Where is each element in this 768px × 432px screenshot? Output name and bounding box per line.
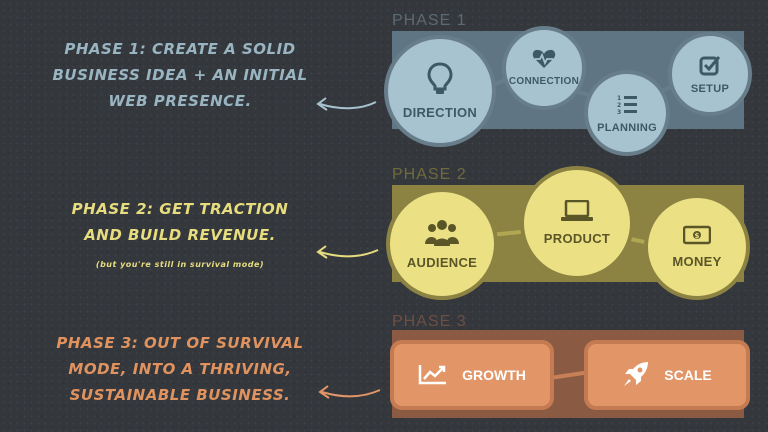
phase1-description-line1: Phase 1: Create a solid bbox=[64, 40, 296, 58]
node-connection[interactable]: Connection bbox=[502, 26, 586, 110]
phase1-arrow bbox=[319, 101, 377, 110]
phase2-arrow-head bbox=[316, 245, 328, 259]
node-direction-label: Direction bbox=[402, 105, 478, 120]
node-connection-label: Connection bbox=[508, 76, 580, 87]
node-money[interactable]: $ Money bbox=[644, 194, 750, 300]
svg-text:3: 3 bbox=[617, 109, 621, 115]
numbered-list-icon: 1 2 3 bbox=[616, 93, 638, 118]
box-scale-label: Scale bbox=[664, 367, 712, 383]
phase2-arrow bbox=[319, 249, 379, 258]
trend-chart-icon bbox=[418, 363, 448, 388]
phase3-description-line1: Phase 3: Out of survival bbox=[56, 334, 304, 352]
laptop-icon bbox=[560, 199, 594, 225]
node-setup[interactable]: Setup bbox=[668, 32, 752, 116]
phase1-description-line3: web presence. bbox=[108, 92, 252, 110]
node-planning[interactable]: 1 2 3 Planning bbox=[584, 70, 670, 156]
heartbeat-icon bbox=[532, 49, 556, 72]
phase3-description-line2: mode, into a thriving, bbox=[68, 360, 292, 378]
phase3-label: Phase 3 bbox=[392, 313, 467, 330]
lightbulb-icon bbox=[427, 62, 453, 99]
phase1-description: Phase 1: Create a solid business idea + … bbox=[30, 36, 330, 114]
svg-text:$: $ bbox=[695, 232, 700, 240]
node-setup-label: Setup bbox=[690, 82, 730, 95]
node-product-label: Product bbox=[543, 231, 611, 246]
banknote-icon: $ bbox=[682, 225, 712, 248]
phase1-arrow-head bbox=[316, 97, 328, 111]
node-money-label: Money bbox=[672, 254, 722, 269]
connector-growth-scale bbox=[549, 370, 591, 380]
phase2-description-sub: (but you're still in survival mode) bbox=[95, 260, 265, 269]
phase3-description-line3: sustainable business. bbox=[69, 386, 291, 404]
box-growth-label: Growth bbox=[462, 367, 526, 383]
node-audience[interactable]: Audience bbox=[386, 188, 498, 300]
svg-text:2: 2 bbox=[617, 102, 621, 109]
node-planning-label: Planning bbox=[597, 121, 657, 134]
phase2-label: Phase 2 bbox=[392, 166, 467, 183]
phase3-description: Phase 3: Out of survival mode, into a th… bbox=[30, 330, 330, 408]
phase2-description-line1: Phase 2: Get traction bbox=[71, 200, 289, 218]
node-audience-label: Audience bbox=[406, 255, 478, 270]
phase1-label: Phase 1 bbox=[392, 12, 467, 29]
node-product[interactable]: Product bbox=[520, 166, 634, 280]
box-scale[interactable]: Scale bbox=[584, 340, 750, 410]
phase2-description: Phase 2: Get traction and build revenue.… bbox=[30, 196, 330, 278]
people-group-icon bbox=[425, 218, 459, 249]
phase3-arrow-head bbox=[318, 385, 330, 399]
box-growth[interactable]: Growth bbox=[390, 340, 554, 410]
phase1-description-line2: business idea + an initial bbox=[52, 66, 308, 84]
svg-text:1: 1 bbox=[617, 95, 621, 102]
rocket-icon bbox=[622, 360, 650, 391]
phase2-description-line2: and build revenue. bbox=[84, 226, 276, 244]
checkbox-icon bbox=[699, 54, 721, 79]
phase3-arrow bbox=[321, 389, 381, 398]
node-direction[interactable]: Direction bbox=[384, 35, 496, 147]
